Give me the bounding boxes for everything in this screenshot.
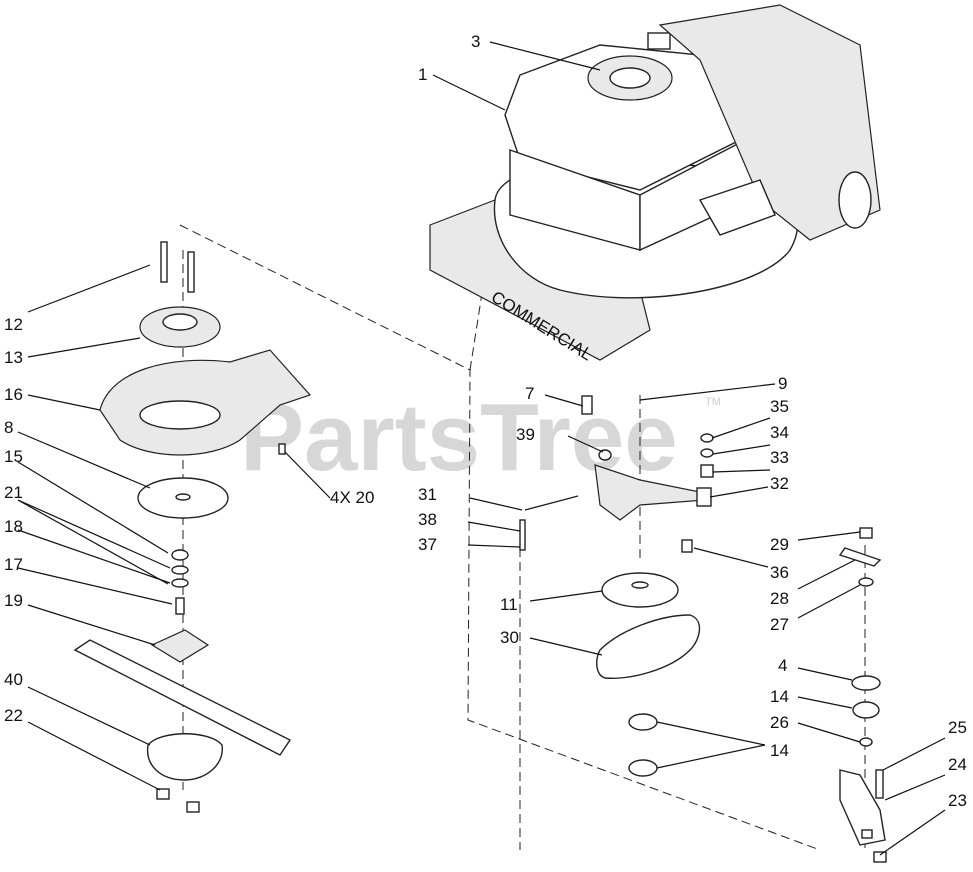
callout-29: 29 — [770, 535, 789, 554]
watermark: PartsTree TM — [240, 384, 721, 491]
callout-3: 3 — [471, 32, 480, 51]
callout-34: 34 — [770, 423, 789, 442]
drive-shaft-stack — [838, 527, 887, 863]
callout-15: 15 — [4, 447, 23, 466]
callout-26: 26 — [770, 713, 789, 732]
callout-30: 30 — [500, 628, 519, 647]
callout-18: 18 — [4, 517, 23, 536]
callout-19: 19 — [4, 591, 23, 610]
callout-4x20: 4X 20 — [330, 488, 374, 507]
callout-11: 11 — [500, 595, 518, 614]
callout-35: 35 — [770, 397, 789, 416]
callout-16: 16 — [4, 385, 23, 404]
callout-labels: 1 3 12 13 16 8 15 21 18 17 19 40 22 4X 2… — [4, 32, 967, 810]
callout-23: 23 — [948, 791, 967, 810]
callout-8: 8 — [4, 418, 13, 437]
engine-assembly: COMMERCIAL — [429, 4, 881, 364]
callout-12: 12 — [4, 315, 23, 334]
leader-lines — [17, 41, 946, 856]
callout-9: 9 — [778, 374, 787, 393]
blade-spindle-stack — [73, 241, 312, 813]
callout-32: 32 — [770, 474, 789, 493]
callout-36: 36 — [770, 563, 789, 582]
callout-25: 25 — [948, 718, 967, 737]
callout-7: 7 — [525, 384, 534, 403]
callout-13: 13 — [4, 348, 23, 367]
watermark-tm: TM — [705, 396, 721, 408]
callout-24: 24 — [948, 755, 967, 774]
callout-22: 22 — [4, 706, 23, 725]
belt-drive-assembly — [519, 395, 714, 777]
callout-28: 28 — [770, 589, 789, 608]
callout-37: 37 — [418, 535, 437, 554]
callout-39: 39 — [516, 425, 535, 444]
callout-21: 21 — [4, 483, 23, 502]
callout-38: 38 — [418, 510, 437, 529]
callout-14-upper: 14 — [770, 687, 789, 706]
callout-4: 4 — [778, 656, 787, 675]
callout-14-lower: 14 — [770, 741, 789, 760]
callout-40: 40 — [4, 670, 23, 689]
callout-27: 27 — [770, 615, 789, 634]
callout-31: 31 — [418, 485, 437, 504]
callout-33: 33 — [770, 448, 789, 467]
callout-1: 1 — [418, 65, 427, 84]
callout-17: 17 — [4, 555, 23, 574]
